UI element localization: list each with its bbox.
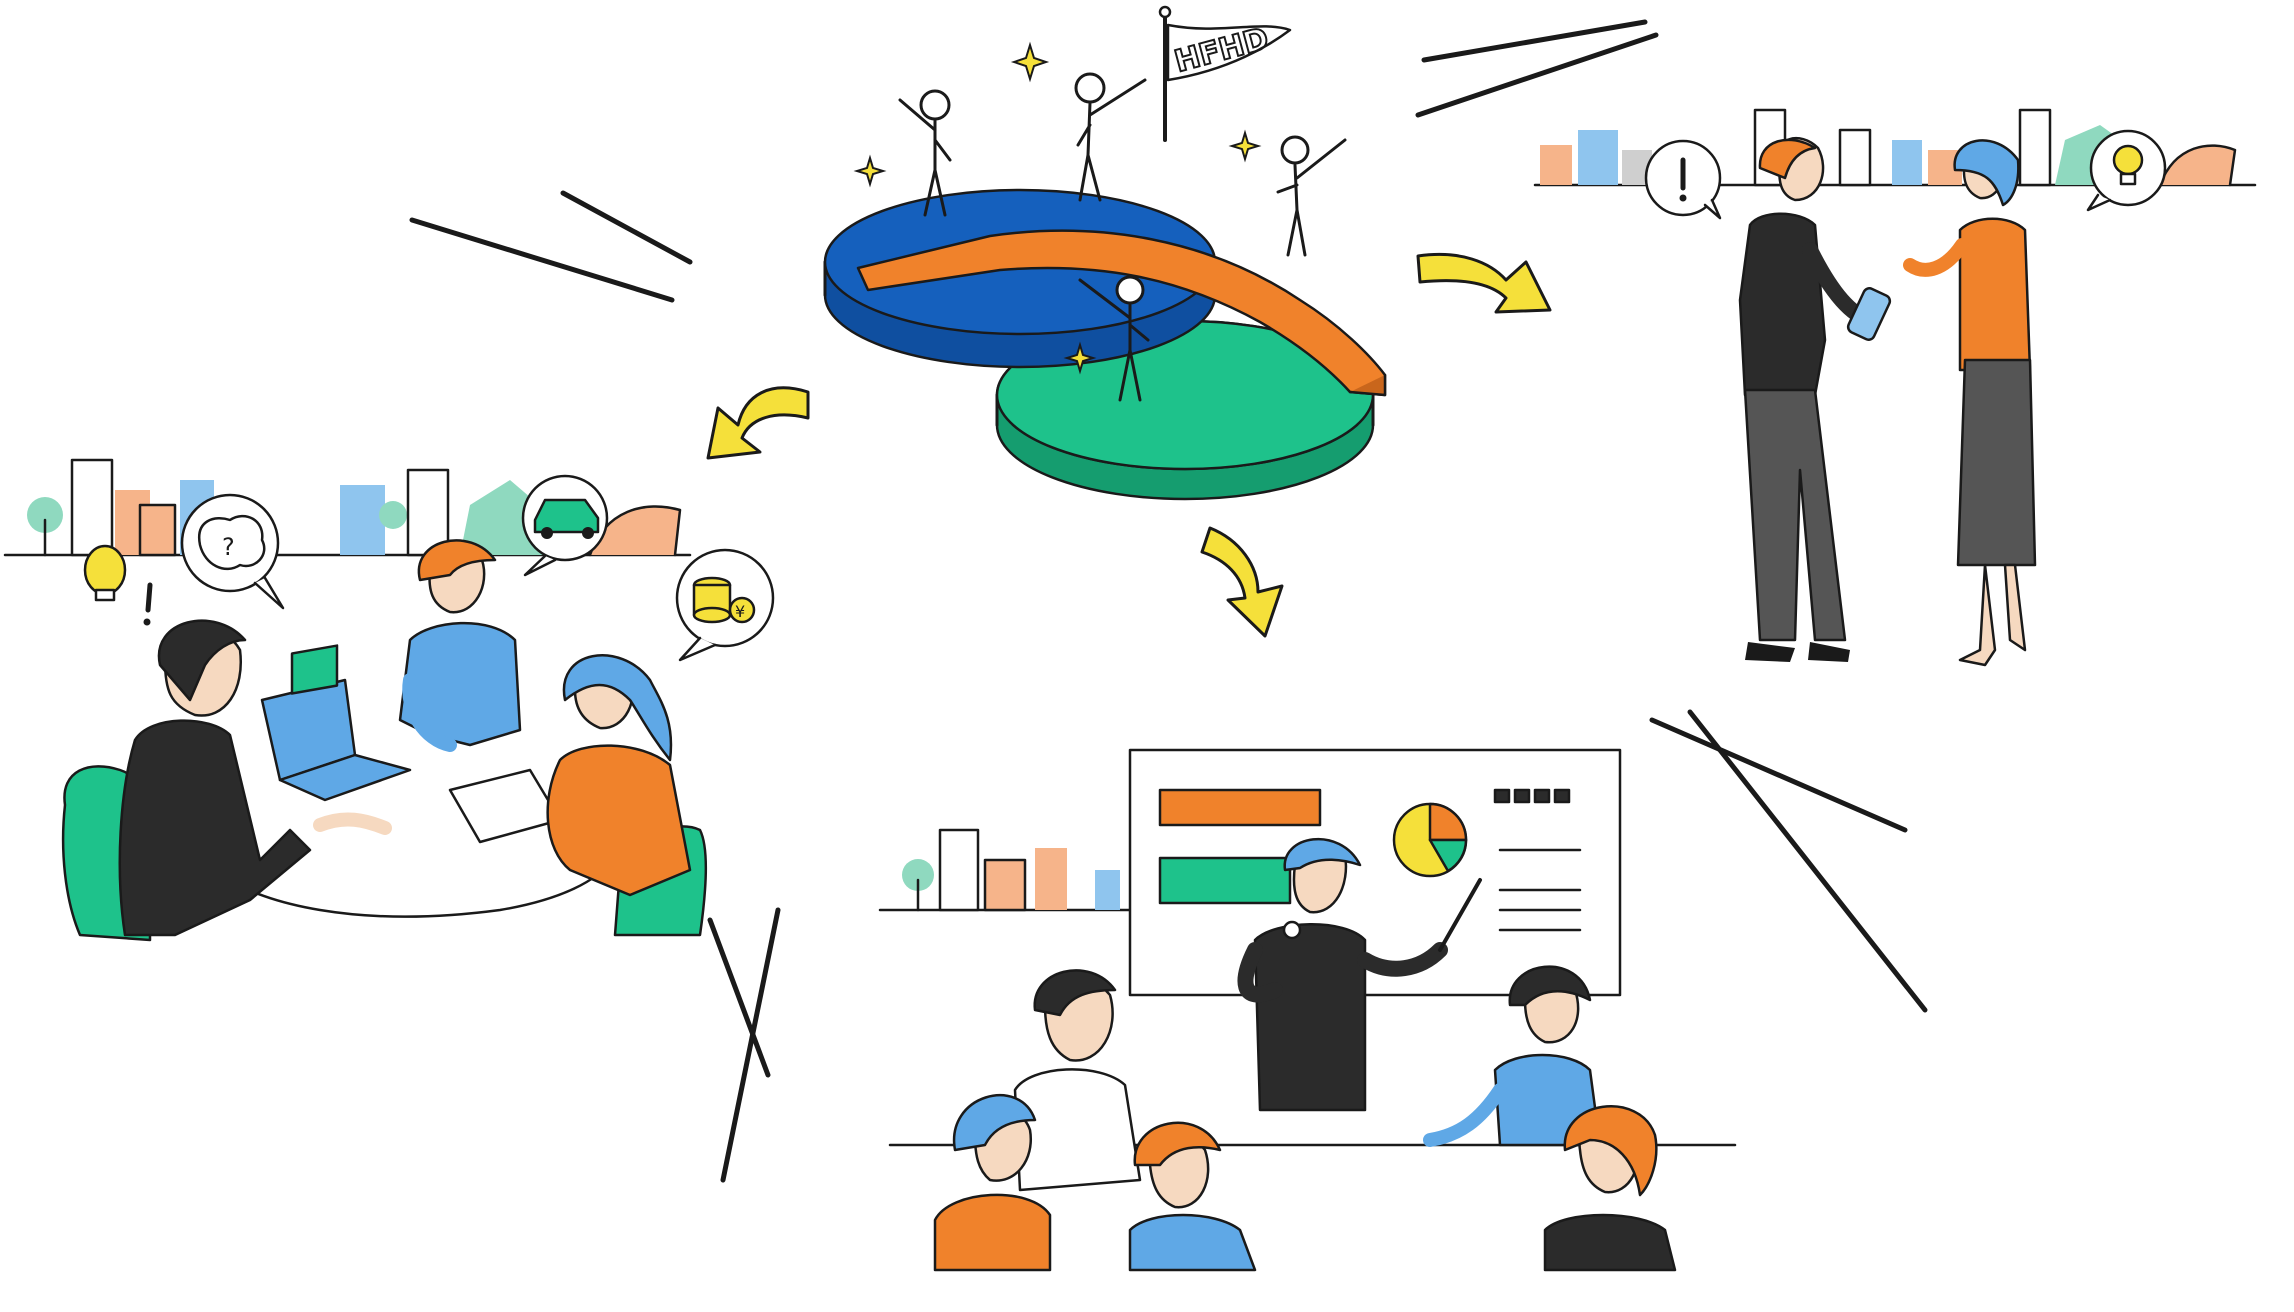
figure-blue-2 <box>1074 72 1147 202</box>
arrow-down <box>1200 526 1284 638</box>
exclamation-icon <box>143 582 153 626</box>
laptop <box>260 644 412 802</box>
whiteboard <box>1128 748 1622 997</box>
lightbulb-doodle <box>83 544 153 626</box>
lightbulb-icon <box>2112 144 2144 186</box>
audience-man-glasses <box>1013 969 1142 1192</box>
scene-conversation <box>1533 108 2257 667</box>
man-at-laptop <box>118 619 392 937</box>
center-platforms: HFHD <box>823 5 1387 501</box>
coins-yen-icon: ¥ <box>692 576 756 624</box>
speech-bubble-coins: ¥ <box>675 548 775 662</box>
man-in-suit <box>1738 137 1892 662</box>
speech-bubble-exclamation <box>1644 139 1722 220</box>
audience-woman-orange-hair <box>1543 1105 1677 1272</box>
arrow-right <box>1416 252 1552 314</box>
pie-chart-icon <box>1392 802 1468 878</box>
man-in-blue-shirt <box>398 539 522 752</box>
speech-bubble-question: ? <box>180 493 285 610</box>
audience-orange-hair <box>1128 1121 1257 1272</box>
question-icon: ? <box>197 514 266 571</box>
presenter <box>1237 837 1482 1112</box>
speech-bubble-car <box>521 474 609 577</box>
figure-blue-1 <box>898 89 952 217</box>
lightbulb-icon <box>83 544 127 602</box>
svg-text:?: ? <box>222 533 235 561</box>
speed-lines <box>409 19 1928 1183</box>
svg-text:¥: ¥ <box>735 602 745 621</box>
woman-with-ponytail <box>546 654 692 897</box>
figure-green-2 <box>1078 275 1150 402</box>
car-icon <box>533 498 600 539</box>
meeting-table <box>228 858 612 918</box>
flag: HFHD <box>1158 5 1292 142</box>
arrow-left-down <box>706 386 810 460</box>
sparkles <box>853 41 1262 375</box>
scene-presentation <box>878 748 1737 1272</box>
paper-stack <box>448 768 562 844</box>
speech-bubble-lightbulb <box>2086 129 2167 212</box>
whiteboard-text-lines <box>1493 788 1582 932</box>
figure-green-1 <box>1276 135 1347 257</box>
scene-meeting: ? ¥ <box>3 458 775 942</box>
exclamation-icon <box>1679 157 1687 202</box>
skyline-bottom <box>878 828 1162 912</box>
audience-woman-blue-hair <box>933 1094 1052 1272</box>
woman-in-orange <box>1903 139 2037 667</box>
orange-bridge <box>856 229 1387 397</box>
green-platform <box>995 319 1375 501</box>
